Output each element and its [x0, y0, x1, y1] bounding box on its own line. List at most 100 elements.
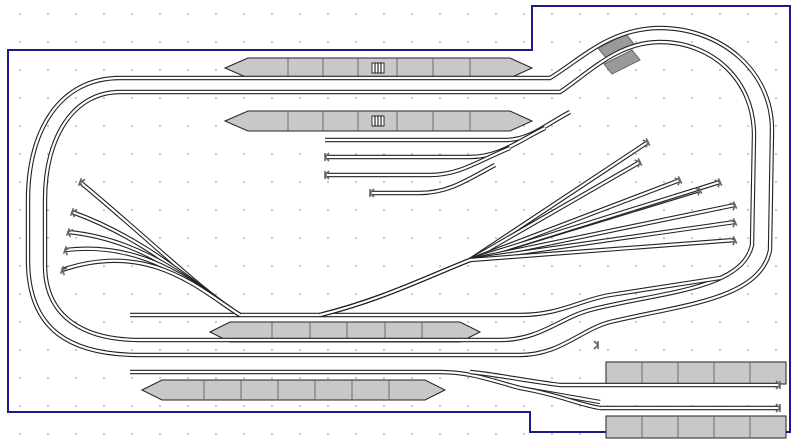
grid-dot	[131, 125, 133, 127]
grid-dot	[19, 125, 21, 127]
grid-dot	[47, 13, 49, 15]
grid-dot	[131, 153, 133, 155]
track-segment[interactable]	[61, 258, 242, 317]
grid-dot	[243, 265, 245, 267]
grid-dot	[299, 181, 301, 183]
grid-dot	[215, 265, 217, 267]
grid-dot	[215, 237, 217, 239]
track-segment[interactable]	[130, 369, 601, 405]
grid-dot	[19, 237, 21, 239]
grid-dot	[551, 377, 553, 379]
grid-dot	[579, 209, 581, 211]
track-network[interactable]	[25, 25, 780, 411]
grid-dot	[495, 405, 497, 407]
grid-dot	[467, 97, 469, 99]
grid-dot	[355, 41, 357, 43]
grid-dot	[355, 265, 357, 267]
grid-dot	[719, 265, 721, 267]
grid-dot	[467, 265, 469, 267]
grid-dot	[75, 293, 77, 295]
track-segment[interactable]	[469, 369, 780, 388]
grid-dot	[775, 321, 777, 323]
grid-dot	[271, 293, 273, 295]
grid-dot	[495, 293, 497, 295]
track-segment[interactable]	[319, 140, 650, 318]
grid-dot	[47, 237, 49, 239]
grid-dot	[523, 153, 525, 155]
track-segment[interactable]	[319, 160, 642, 318]
grid-dot	[747, 209, 749, 211]
grid-dot	[719, 69, 721, 71]
grid-dot	[439, 209, 441, 211]
grid-dot	[327, 405, 329, 407]
buffer-stops	[59, 138, 782, 413]
grid-dot	[159, 125, 161, 127]
grid-dot	[439, 181, 441, 183]
grid-dot	[411, 265, 413, 267]
grid-dot	[75, 181, 77, 183]
grid-dot	[19, 209, 21, 211]
track-segment[interactable]	[25, 25, 775, 358]
grid-dot	[691, 293, 693, 295]
grid-dot	[75, 69, 77, 71]
track-segment[interactable]	[130, 275, 721, 318]
highlighted-track-pieces[interactable]	[597, 33, 641, 75]
grid-dot	[299, 293, 301, 295]
grid-dot	[411, 237, 413, 239]
grid-dot	[663, 125, 665, 127]
grid-dot	[607, 97, 609, 99]
grid-dot	[75, 433, 77, 435]
grid-dot	[299, 377, 301, 379]
grid-dot	[775, 209, 777, 211]
buffer-stop	[323, 170, 330, 180]
track-segment[interactable]	[319, 237, 736, 318]
grid-dot	[579, 13, 581, 15]
grid-dot	[19, 69, 21, 71]
grid-dot	[411, 433, 413, 435]
grid-dot	[383, 349, 385, 351]
grid-dot	[383, 153, 385, 155]
grid-dot	[187, 41, 189, 43]
grid-dot	[131, 265, 133, 267]
grid-dot	[523, 405, 525, 407]
grid-dot	[103, 13, 105, 15]
track-segment[interactable]	[42, 39, 757, 343]
grid-dot	[439, 377, 441, 379]
grid-dot	[551, 237, 553, 239]
grid-dot	[75, 41, 77, 43]
grid-dot	[299, 153, 301, 155]
grid-dot	[103, 125, 105, 127]
grid-dot	[747, 293, 749, 295]
grid-dot	[607, 125, 609, 127]
track-segment[interactable]	[370, 163, 497, 196]
grid-dot	[103, 97, 105, 99]
grid-dot	[103, 209, 105, 211]
grid-dot	[159, 405, 161, 407]
track-segment[interactable]	[325, 145, 511, 178]
grid-dot	[299, 405, 301, 407]
grid-dot	[47, 69, 49, 71]
grid-dot	[691, 13, 693, 15]
grid-dot	[495, 265, 497, 267]
grid-dot	[579, 153, 581, 155]
grid-dot	[355, 209, 357, 211]
buffer-stop	[642, 138, 651, 148]
grid-dot	[271, 153, 273, 155]
grid-dot	[159, 41, 161, 43]
track-segment[interactable]	[519, 385, 601, 411]
grid-dot	[19, 41, 21, 43]
grid-dot	[131, 209, 133, 211]
grid-dot	[635, 293, 637, 295]
grid-dot	[299, 97, 301, 99]
grid-dot	[299, 41, 301, 43]
grid-dot	[635, 69, 637, 71]
grid-dot	[187, 153, 189, 155]
buffer-stop	[323, 152, 330, 162]
track-segment[interactable]	[325, 126, 546, 160]
grid-dot	[523, 13, 525, 15]
grid-dot	[691, 321, 693, 323]
grid-dot	[467, 433, 469, 435]
grid-dot	[19, 405, 21, 407]
